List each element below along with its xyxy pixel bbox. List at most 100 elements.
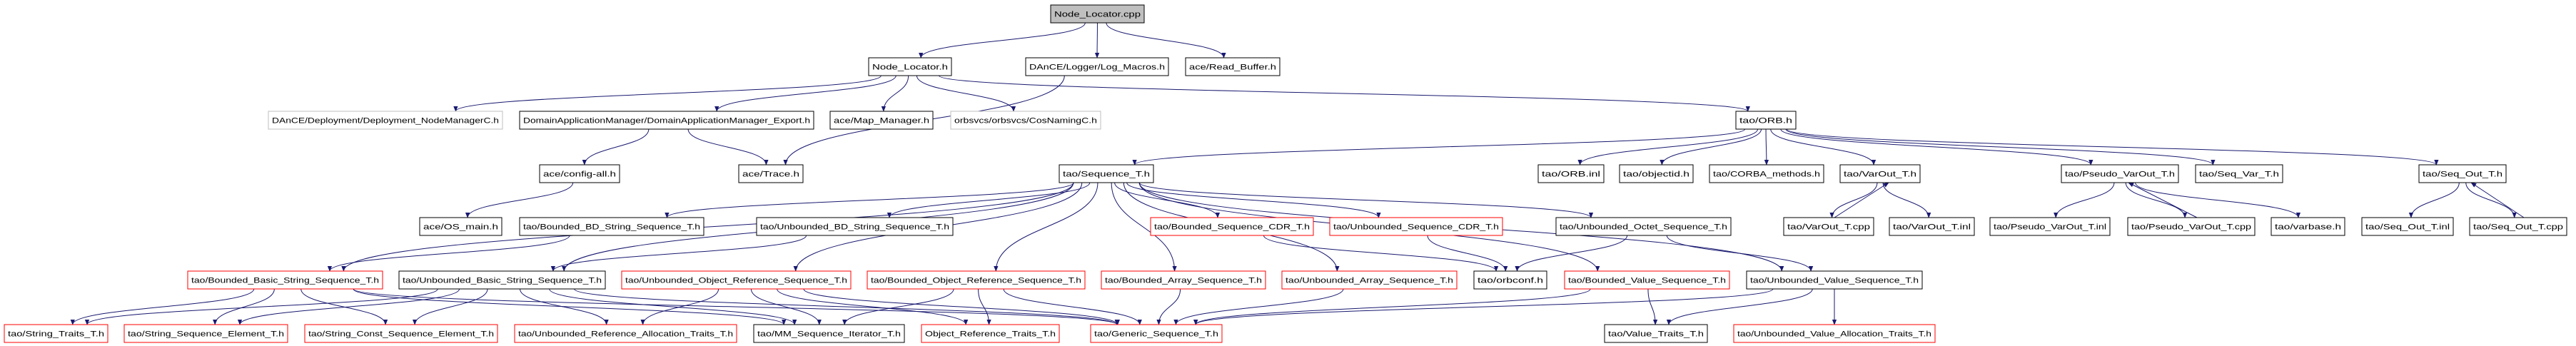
- node-varout[interactable]: tao/VarOut_T.h: [1839, 164, 1921, 183]
- edge-ubas-to-strel: [237, 288, 460, 325]
- node-seqout[interactable]: tao/Seq_Out_T.h: [2418, 164, 2507, 183]
- edge-ubas-to-mmit: [549, 288, 797, 325]
- edge-uarr-to-genseq: [1173, 288, 1344, 325]
- node-label: Object_Reference_Traits_T.h: [925, 330, 1056, 339]
- node-uobj[interactable]: tao/Unbounded_Object_Reference_Sequence_…: [621, 270, 852, 290]
- edge-pvarout-to-varbase: [2135, 182, 2301, 218]
- node-varoutcpp[interactable]: tao/VarOut_T.cpp: [1783, 217, 1874, 236]
- node-bbas[interactable]: tao/Bounded_Basic_String_Sequence_T.h: [187, 270, 383, 290]
- edge-ubas-to-strcel: [412, 288, 488, 325]
- edge-bcdr-to-orbconf: [1263, 235, 1499, 272]
- edge-uval-to-valtr: [1666, 288, 1813, 325]
- node-orbh[interactable]: tao/ORB.h: [1735, 111, 1797, 130]
- node-pvarout[interactable]: tao/Pseudo_VarOut_T.h: [2061, 164, 2179, 183]
- node-box: [419, 217, 502, 236]
- node-label: DAnCE/Logger/Log_Macros.h: [1029, 63, 1165, 72]
- node-seqvar[interactable]: tao/Seq_Var_T.h: [2195, 164, 2283, 183]
- edge-uval-to-genseq: [1193, 288, 1774, 325]
- node-label: tao/Unbounded_Object_Reference_Sequence_…: [625, 277, 847, 285]
- edge-uobj-to-urefal: [640, 288, 719, 325]
- edge-ubas-to-genseq: [574, 288, 1119, 325]
- edge-uobj-to-mmit: [750, 288, 822, 325]
- node-seqt[interactable]: tao/Sequence_T.h: [1059, 164, 1154, 183]
- node-logm[interactable]: DAnCE/Logger/Log_Macros.h: [1025, 57, 1169, 76]
- edge-uoct-to-uval: [1666, 235, 1814, 272]
- node-soinl[interactable]: tao/Seq_Out_T.inl: [2361, 217, 2454, 236]
- edge-nlh-to-orbh: [939, 75, 1750, 112]
- node-label: Node_Locator.h: [872, 63, 948, 72]
- node-label: tao/Sequence_T.h: [1063, 171, 1150, 179]
- node-box: [868, 57, 952, 76]
- node-pvinl[interactable]: tao/Pseudo_VarOut_T.inl: [1989, 217, 2111, 236]
- node-bval[interactable]: tao/Bounded_Value_Sequence_T.h: [1564, 270, 1730, 290]
- edge-seqt-to-bbas: [341, 182, 1074, 272]
- node-orbinl[interactable]: tao/ORB.inl: [1537, 164, 1605, 183]
- node-label: tao/Unbounded_Array_Sequence_T.h: [1286, 277, 1453, 285]
- edge-seqt-to-bbds: [665, 182, 1074, 218]
- node-orbconf[interactable]: tao/orbconf.h: [1473, 270, 1547, 290]
- node-label: ace/Trace.h: [742, 171, 799, 179]
- node-objtr[interactable]: Object_Reference_Traits_T.h: [921, 324, 1060, 343]
- edge-seqt-to-barr: [1111, 182, 1177, 272]
- node-ubds[interactable]: tao/Unbounded_BD_String_Sequence_T.h: [756, 217, 954, 236]
- node-uval[interactable]: tao/Unbounded_Value_Sequence_T.h: [1746, 270, 1923, 290]
- node-bbds[interactable]: tao/Bounded_BD_String_Sequence_T.h: [519, 217, 704, 236]
- node-pvcpp[interactable]: tao/Pseudo_VarOut_T.cpp: [2127, 217, 2256, 236]
- node-genseq[interactable]: tao/Generic_Sequence_T.h: [1090, 324, 1223, 343]
- node-strel[interactable]: tao/String_Sequence_Element_T.h: [123, 324, 288, 343]
- edge-orbh-to-varout: [1770, 128, 1877, 166]
- node-box: [1889, 217, 1975, 236]
- edge-bobj-to-objtr: [978, 288, 991, 325]
- node-barr[interactable]: tao/Bounded_Array_Sequence_T.h: [1101, 270, 1266, 290]
- node-uoct[interactable]: tao/Unbounded_Octet_Sequence_T.h: [1555, 217, 1732, 236]
- node-label: tao/Unbounded_Reference_Allocation_Trait…: [518, 330, 733, 339]
- node-uarr[interactable]: tao/Unbounded_Array_Sequence_T.h: [1281, 270, 1458, 290]
- node-box: [1473, 270, 1547, 290]
- node-trace[interactable]: ace/Trace.h: [738, 164, 804, 183]
- node-valtr[interactable]: tao/Value_Traits_T.h: [1604, 324, 1708, 343]
- node-box: [2061, 164, 2179, 183]
- node-urefal[interactable]: tao/Unbounded_Reference_Allocation_Trait…: [514, 324, 737, 343]
- node-socpp[interactable]: tao/Seq_Out_T.cpp: [2469, 217, 2567, 236]
- node-cfgall[interactable]: ace/config-all.h: [539, 164, 620, 183]
- node-objid[interactable]: tao/objectid.h: [1619, 164, 1694, 183]
- node-ubas[interactable]: tao/Unbounded_Basic_String_Sequence_T.h: [398, 270, 606, 290]
- node-box: [829, 111, 934, 130]
- node-label: tao/VarOut_T.h: [1844, 171, 1916, 179]
- node-varoutinl[interactable]: tao/VarOut_T.inl: [1889, 217, 1975, 236]
- edge-bbas-to-strcel: [300, 288, 388, 325]
- node-ucdr[interactable]: tao/Unbounded_Sequence_CDR_T.h: [1329, 217, 1503, 236]
- node-mapmgr[interactable]: ace/Map_Manager.h: [829, 111, 934, 130]
- node-strtr[interactable]: tao/String_Traits_T.h: [4, 324, 108, 343]
- node-label: tao/Seq_Var_T.h: [2199, 171, 2279, 179]
- node-nlh[interactable]: Node_Locator.h: [868, 57, 952, 76]
- node-readbuf[interactable]: ace/Read_Buffer.h: [1185, 57, 1281, 76]
- edge-nlh-to-mapmgr: [881, 75, 909, 112]
- node-label: tao/Seq_Out_T.h: [2423, 171, 2502, 179]
- node-strcel[interactable]: tao/String_Const_Sequence_Element_T.h: [304, 324, 498, 343]
- node-box: [2361, 217, 2454, 236]
- node-osmain[interactable]: ace/OS_main.h: [419, 217, 502, 236]
- node-varbase[interactable]: tao/varbase.h: [2271, 217, 2345, 236]
- edge-root-to-readbuf: [1106, 22, 1226, 58]
- node-mmit[interactable]: tao/MM_Sequence_Iterator_T.h: [753, 324, 905, 343]
- node-label: tao/Unbounded_BD_String_Sequence_T.h: [760, 223, 949, 232]
- edge-seqt-to-uoct: [1138, 182, 1594, 218]
- node-label: ace/Map_Manager.h: [834, 117, 929, 126]
- node-bobj[interactable]: tao/Bounded_Object_Reference_Sequence_T.…: [867, 270, 1086, 290]
- node-box: [1746, 270, 1923, 290]
- edge-damexp-to-cfgall: [582, 128, 650, 166]
- node-box: [753, 324, 905, 343]
- node-corbam[interactable]: tao/CORBA_methods.h: [1709, 164, 1824, 183]
- edge-cfgall-to-osmain: [465, 182, 574, 218]
- node-root[interactable]: Node_Locator.cpp: [1050, 4, 1145, 24]
- node-uvalal[interactable]: tao/Unbounded_Value_Allocation_Traits_T.…: [1733, 324, 1936, 343]
- node-label: tao/Bounded_Value_Sequence_T.h: [1568, 277, 1726, 285]
- node-bcdr[interactable]: tao/Bounded_Sequence_CDR_T.h: [1150, 217, 1314, 236]
- node-damexp[interactable]: DomainApplicationManager/DomainApplicati…: [519, 111, 814, 130]
- node-label: tao/String_Sequence_Element_T.h: [128, 330, 284, 339]
- node-box: [756, 217, 954, 236]
- node-box: [2127, 217, 2256, 236]
